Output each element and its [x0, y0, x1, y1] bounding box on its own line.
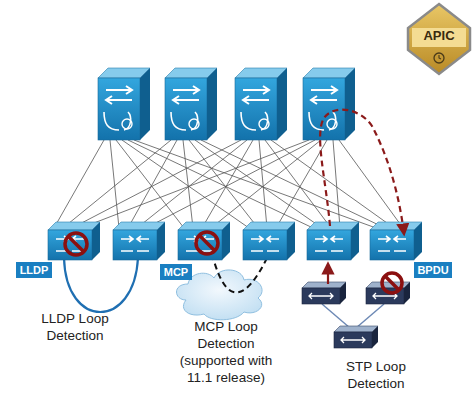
- fabric-link: [116, 140, 184, 228]
- leaf-switch: [113, 222, 165, 260]
- leaf-switch: [307, 222, 359, 260]
- fabric-link: [128, 140, 177, 228]
- protocol-tag: BPDU: [414, 262, 452, 278]
- fabric-links: [54, 140, 403, 228]
- external-link: [322, 304, 350, 328]
- leaf-switch: [370, 222, 422, 260]
- caption-label: MCP Loop Detection (supported with 11.1 …: [170, 318, 282, 386]
- block-sign: [382, 273, 402, 293]
- block-sign: [65, 233, 87, 255]
- badge-label: APIC: [406, 29, 472, 43]
- block-sign: [196, 232, 218, 254]
- leaf-switch: [243, 222, 295, 260]
- leaf-switch: [178, 222, 230, 260]
- fabric-link: [201, 140, 385, 228]
- fabric-link: [276, 140, 327, 228]
- lldp-loop-cable: [64, 258, 138, 312]
- stp-loop-path: [320, 110, 404, 234]
- tag-label: LLDP: [16, 263, 52, 277]
- block-signs: [65, 232, 402, 293]
- external-links: [322, 304, 384, 328]
- fabric-link: [72, 140, 241, 228]
- fabric-link: [189, 140, 258, 228]
- fabric-link: [195, 140, 322, 228]
- fabric-link: [134, 140, 376, 228]
- spine-switch: [235, 68, 287, 140]
- spine-switch: [303, 68, 355, 140]
- protocol-tag: LLDP: [16, 262, 52, 278]
- caption-label: STP Loop Detection: [334, 358, 418, 392]
- external-switch: [334, 326, 378, 348]
- spine-switch: [98, 68, 150, 140]
- external-link: [356, 304, 384, 328]
- fabric-link: [333, 140, 340, 228]
- external-switch: [302, 282, 346, 304]
- fabric-link: [146, 140, 315, 228]
- protocol-tag: MCP: [160, 264, 192, 280]
- bpdu-arrow: [327, 264, 329, 284]
- fabric-link: [339, 140, 403, 228]
- fabric-link: [211, 140, 321, 228]
- leaf-switch: [48, 222, 100, 260]
- spine-switch: [165, 68, 217, 140]
- fabric-link: [81, 140, 309, 228]
- fabric-link: [63, 140, 171, 228]
- clock-hands: [439, 55, 441, 59]
- apic-badge: APIC: [406, 2, 472, 76]
- tag-label: BPDU: [414, 263, 452, 277]
- tag-label: MCP: [160, 265, 192, 279]
- caption-label: LLDP Loop Detection: [33, 310, 117, 344]
- clock-icon: [434, 53, 444, 63]
